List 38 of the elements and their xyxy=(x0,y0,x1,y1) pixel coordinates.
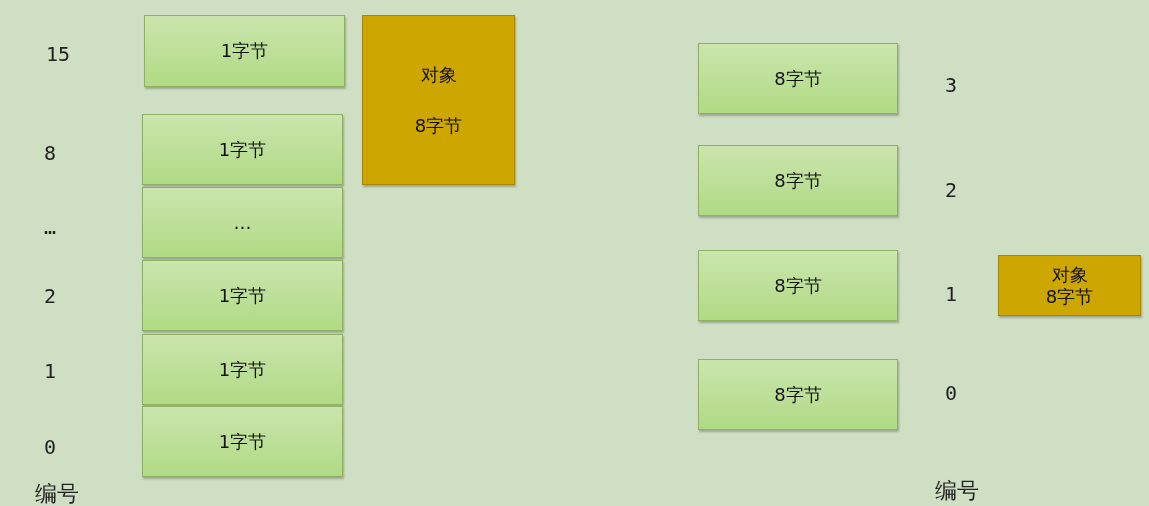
index-number: 8 xyxy=(44,141,56,165)
axis-title: 编号 xyxy=(35,480,79,506)
index-number: 1 xyxy=(945,282,957,306)
axis-title: 编号 xyxy=(935,477,979,505)
block-label: 1字节 xyxy=(218,137,267,162)
block-label: 对象 xyxy=(1051,263,1088,286)
index-number: … xyxy=(44,215,56,239)
memory-block xyxy=(142,114,343,185)
block-label: 对象 xyxy=(420,62,457,87)
index-number: 2 xyxy=(945,178,957,202)
memory-block xyxy=(698,250,898,321)
memory-block xyxy=(142,260,343,331)
memory-block xyxy=(698,359,898,430)
index-number: 0 xyxy=(945,381,957,405)
index-number: 3 xyxy=(945,73,957,97)
object-block xyxy=(998,255,1141,316)
memory-block xyxy=(698,145,898,216)
memory-block xyxy=(144,15,345,87)
memory-block xyxy=(698,43,898,114)
index-number: 1 xyxy=(44,359,56,383)
block-label: 8字节 xyxy=(774,273,822,298)
index-number: 0 xyxy=(44,435,56,459)
memory-block xyxy=(142,406,343,477)
block-label: 1字节 xyxy=(218,429,267,454)
block-label: 1字节 xyxy=(218,283,267,308)
block-label: 8字节 xyxy=(1045,285,1094,308)
memory-block xyxy=(142,334,343,405)
block-label: 8字节 xyxy=(414,114,463,138)
block-label: 8字节 xyxy=(774,66,822,91)
block-label: … xyxy=(233,210,252,235)
block-label: 8字节 xyxy=(774,382,822,407)
block-label: 1字节 xyxy=(220,39,269,64)
memory-block xyxy=(142,187,343,258)
object-block xyxy=(362,15,515,185)
index-number: 15 xyxy=(45,42,71,66)
block-label: 8字节 xyxy=(774,168,822,193)
index-number: 2 xyxy=(44,284,56,308)
block-label: 1字节 xyxy=(218,357,267,382)
